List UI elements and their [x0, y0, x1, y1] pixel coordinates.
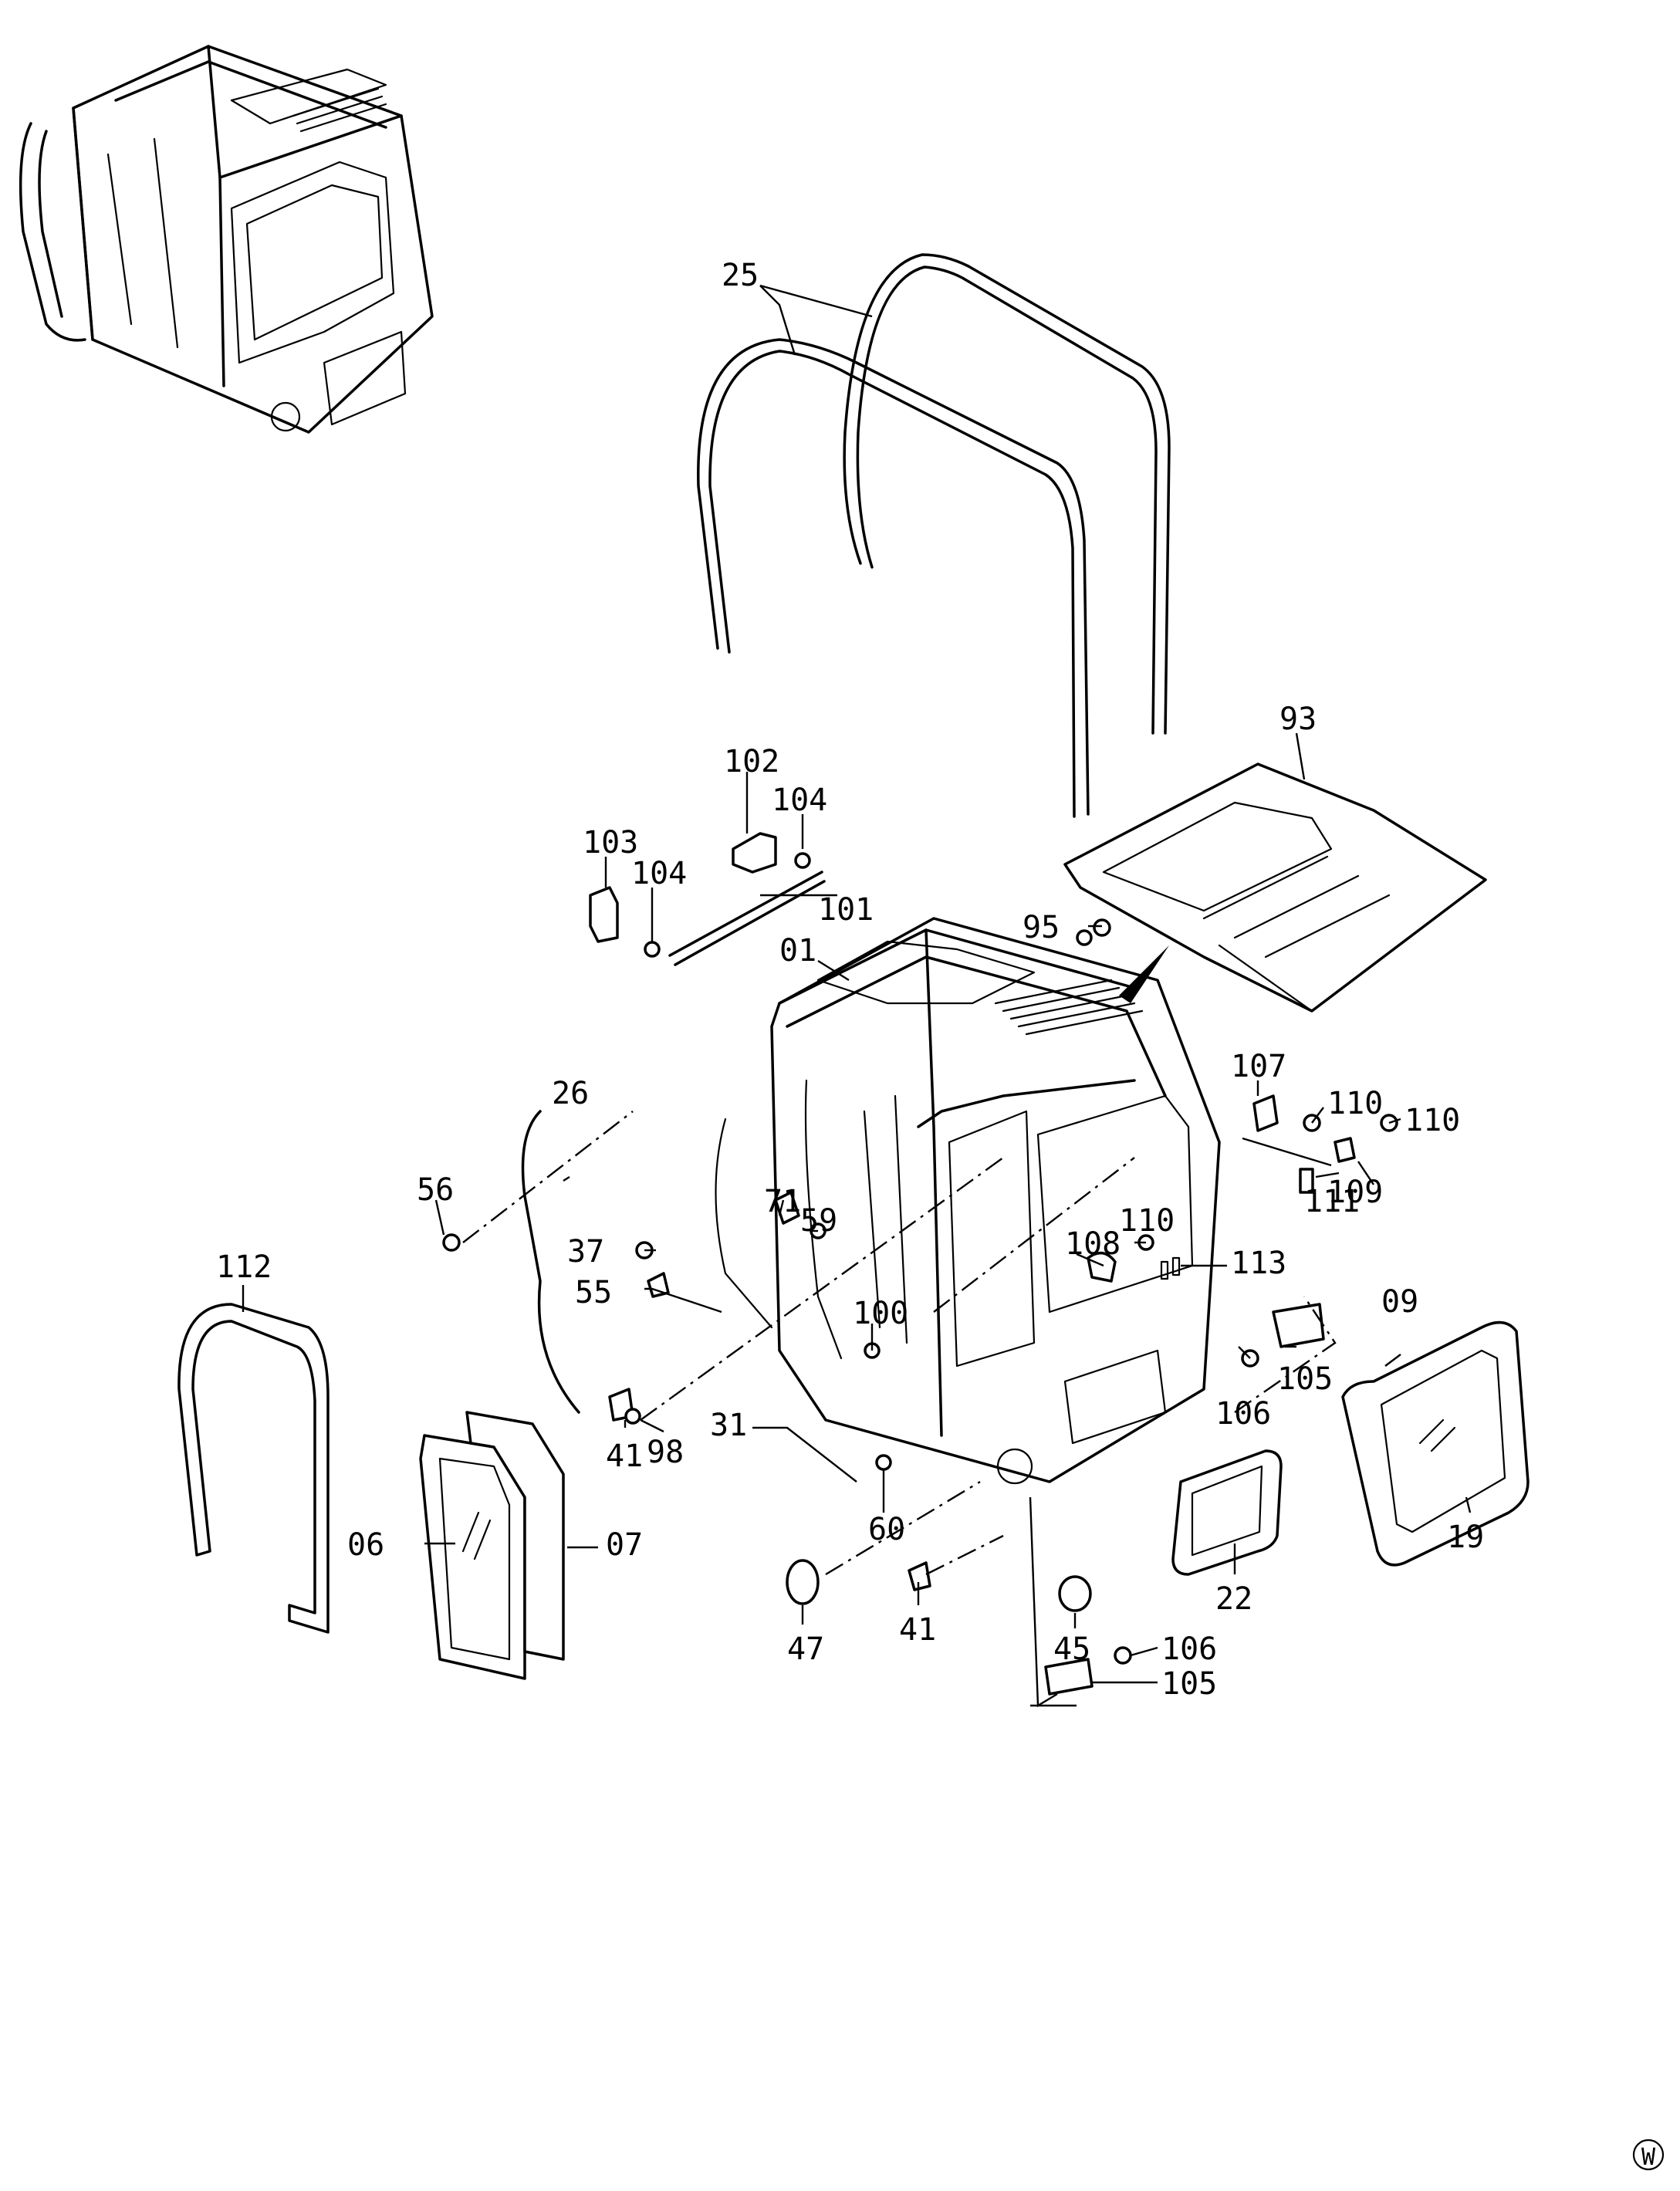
part-07-glass	[465, 1411, 565, 1661]
label-95: 95	[1023, 910, 1060, 945]
label-25: 25	[722, 258, 759, 293]
label-26: 26	[552, 1076, 589, 1111]
label-59: 59	[800, 1203, 837, 1239]
label-103: 103	[583, 825, 638, 861]
leader-lines	[242, 284, 1472, 1708]
label-22: 22	[1215, 1581, 1252, 1617]
corner-mark-badge: W	[1632, 2139, 1665, 2171]
label-104b: 104	[631, 856, 687, 891]
label-113: 113	[1231, 1246, 1286, 1281]
label-07: 07	[606, 1527, 643, 1563]
label-19: 19	[1447, 1520, 1484, 1555]
label-41a: 41	[606, 1439, 643, 1474]
label-55: 55	[575, 1275, 612, 1310]
label-56: 56	[417, 1172, 454, 1208]
corner-mark-letter: W	[1641, 2144, 1656, 2171]
label-108: 108	[1065, 1226, 1121, 1262]
part-93-roof-guard	[1063, 762, 1487, 1013]
label-105a: 105	[1277, 1361, 1333, 1397]
label-60: 60	[868, 1512, 905, 1547]
part-06-glass	[419, 1434, 526, 1680]
label-93: 93	[1279, 702, 1317, 737]
label-71: 71	[764, 1184, 801, 1219]
label-09: 09	[1381, 1284, 1418, 1320]
label-102: 102	[724, 744, 779, 779]
label-98: 98	[647, 1435, 684, 1470]
label-41b: 41	[899, 1612, 936, 1648]
part-25-door-seal	[697, 253, 1171, 818]
label-45: 45	[1053, 1631, 1090, 1667]
part-number-labels: 25 93 102 104 103 104 101 95 01 107 110 …	[216, 258, 1484, 1702]
part-112-seal	[177, 1303, 330, 1634]
label-110c: 110	[1119, 1203, 1175, 1239]
label-105b: 105	[1161, 1666, 1217, 1702]
label-106b: 106	[1161, 1631, 1217, 1667]
part-09-glass	[1341, 1320, 1530, 1567]
label-104a: 104	[772, 783, 827, 818]
part-01-cab-frame	[715, 917, 1221, 1485]
roof-mount-arrow	[1119, 945, 1169, 1003]
alignment-lines	[462, 1111, 1337, 1576]
label-31: 31	[710, 1408, 747, 1443]
part-22-gasket	[1171, 1449, 1283, 1576]
label-101: 101	[818, 892, 874, 928]
label-110a: 110	[1327, 1086, 1383, 1121]
label-110b: 110	[1405, 1103, 1460, 1138]
cab-overview-thumbnail	[19, 45, 434, 434]
label-01: 01	[779, 933, 816, 969]
label-109: 109	[1327, 1175, 1383, 1210]
label-107: 107	[1231, 1049, 1286, 1084]
label-112: 112	[216, 1249, 272, 1285]
label-06: 06	[347, 1527, 384, 1563]
label-47: 47	[787, 1631, 824, 1667]
label-37: 37	[567, 1234, 604, 1270]
label-111: 111	[1304, 1184, 1360, 1219]
label-106a: 106	[1215, 1396, 1271, 1432]
label-100: 100	[853, 1296, 908, 1331]
